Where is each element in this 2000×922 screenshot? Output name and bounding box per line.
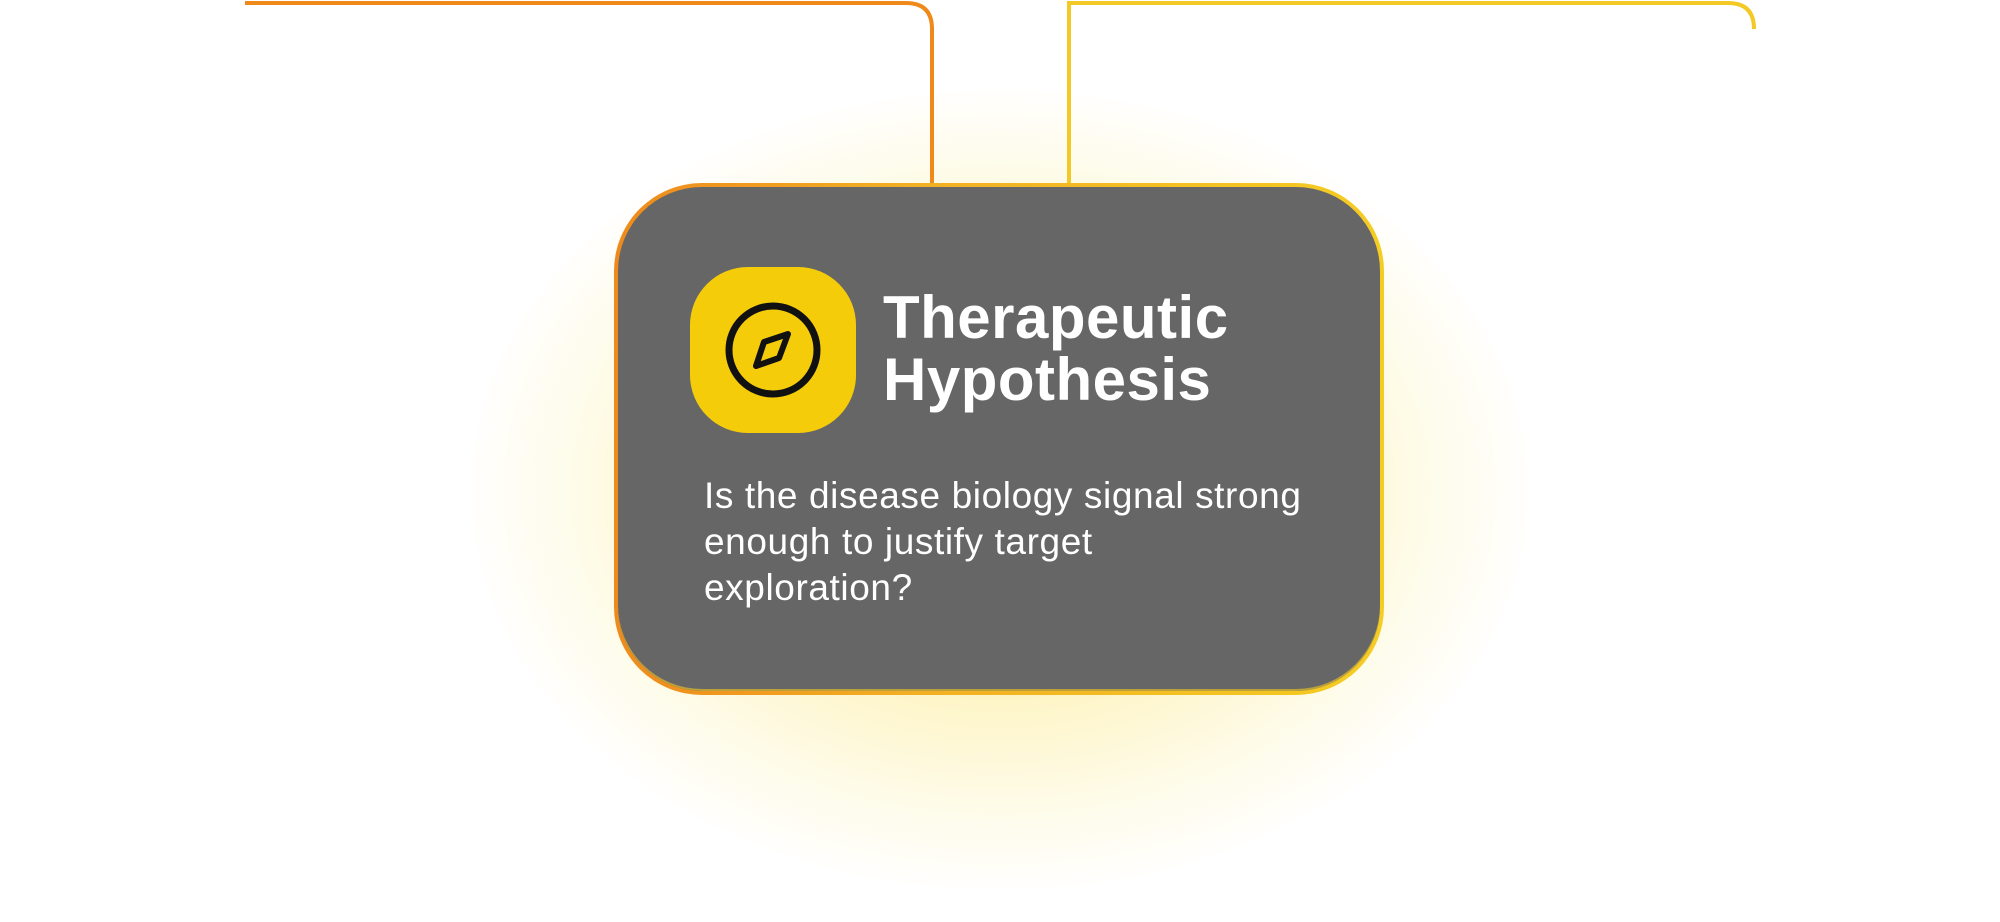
card-description: Is the disease biology signal strong eno… bbox=[704, 475, 1302, 608]
card-inner-edge bbox=[618, 187, 1380, 691]
hypothesis-card: Therapeutic Hypothesis Is the disease bi… bbox=[614, 183, 1384, 695]
card-title-line-2: Hypothesis bbox=[883, 346, 1212, 413]
icon-tile bbox=[690, 267, 856, 433]
connector-right-top bbox=[1067, 1, 1756, 190]
compass-icon bbox=[725, 302, 821, 398]
connector-left-top bbox=[245, 1, 934, 190]
hypothesis-card-body: Therapeutic Hypothesis Is the disease bi… bbox=[618, 187, 1380, 691]
card-title: Therapeutic Hypothesis bbox=[883, 287, 1229, 411]
card-title-line-1: Therapeutic bbox=[883, 284, 1229, 351]
connector-overlay bbox=[930, 187, 1071, 337]
